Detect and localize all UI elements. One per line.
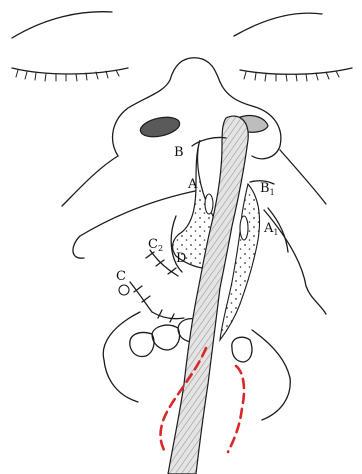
chin-right (262, 378, 290, 420)
left-nostril (139, 114, 182, 140)
incision-line-right (228, 366, 244, 452)
right-nasolabial-fold (280, 150, 326, 204)
label-a: A (187, 177, 198, 192)
right-eyebrow (234, 13, 322, 36)
oval-structure-right (240, 216, 248, 240)
point-c-marker (119, 285, 129, 295)
label-a1: A1 (263, 221, 278, 237)
right-eye (240, 68, 352, 81)
flap-top-edge (192, 137, 226, 146)
label-c: C (116, 269, 126, 284)
lower-lip-left (103, 312, 140, 360)
label-d: D (176, 251, 186, 266)
left-nasolabial-fold (62, 156, 118, 206)
label-b: B (174, 145, 184, 160)
label-c2: C2 (148, 237, 163, 253)
left-eyebrow (12, 12, 112, 38)
lower-lip-right (252, 330, 290, 378)
oval-structure-left (205, 194, 213, 214)
chin-left (104, 360, 138, 402)
left-eye (12, 68, 128, 81)
